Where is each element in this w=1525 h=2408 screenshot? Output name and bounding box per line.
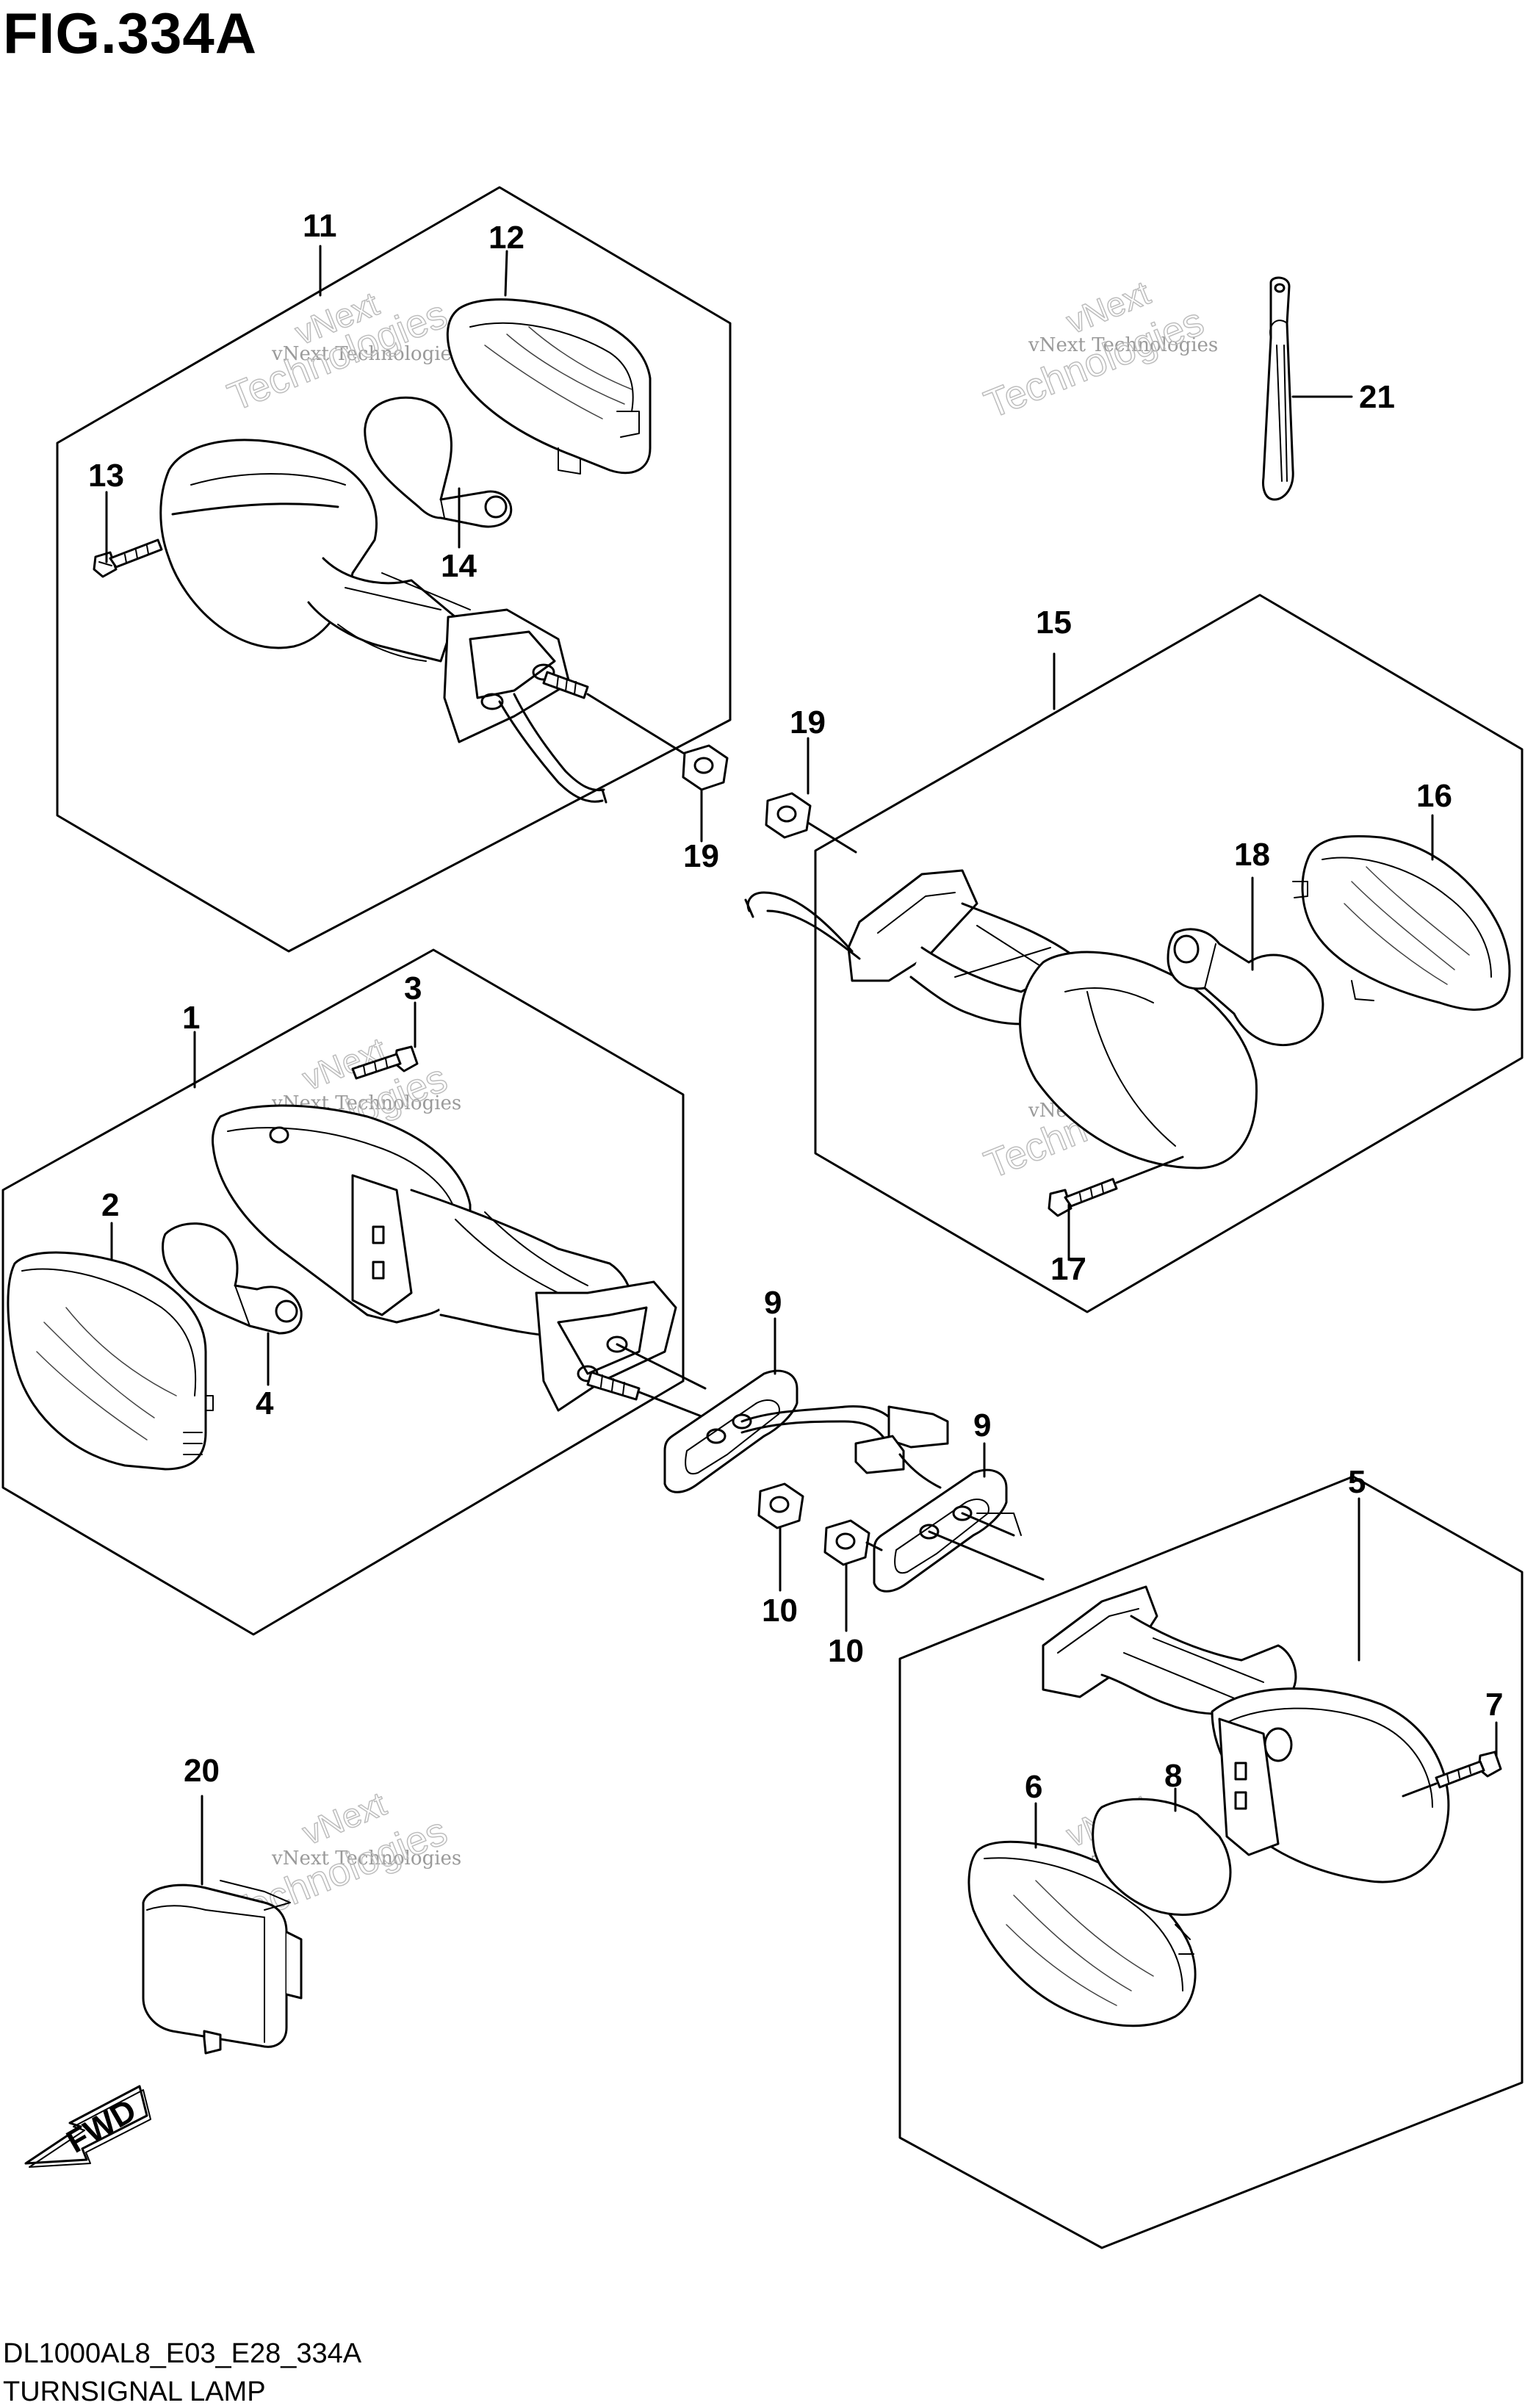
callout-15: 15 <box>1036 605 1072 641</box>
callout-14: 14 <box>441 548 477 584</box>
gasket-9b <box>873 1468 1045 1593</box>
bulb-4 <box>162 1222 303 1335</box>
figure-title: FIG.334A <box>3 1 258 65</box>
assembly-box-1 <box>1 948 685 1636</box>
relay-20 <box>142 1880 303 2055</box>
callout-19a: 19 <box>683 838 719 874</box>
callout-8: 8 <box>1164 1758 1182 1794</box>
callout-labels: 11 12 13 14 15 16 18 17 19 19 21 1 2 3 4… <box>88 208 1503 1805</box>
callout-9a: 9 <box>764 1285 782 1321</box>
watermark-1: vNext Technologies Technologies vNext <box>221 284 461 420</box>
lamp-housing-11 <box>159 439 685 804</box>
lamp-housing-5 <box>1042 1585 1450 1883</box>
gasket-9a <box>663 1369 949 1493</box>
bulb-14 <box>364 396 513 528</box>
diagram-caption: TURNSIGNAL LAMP <box>3 2376 266 2407</box>
nut-19a <box>682 744 729 791</box>
callout-7: 7 <box>1485 1687 1503 1723</box>
bulb-8 <box>1092 1798 1232 1917</box>
callout-10a: 10 <box>762 1593 798 1629</box>
callout-6: 6 <box>1025 1769 1042 1805</box>
screw-7 <box>1402 1751 1502 1798</box>
callout-20: 20 <box>184 1753 220 1789</box>
callout-9b: 9 <box>973 1407 991 1443</box>
callout-4: 4 <box>256 1385 274 1421</box>
nut-10b <box>823 1519 883 1566</box>
callout-2: 2 <box>101 1187 119 1223</box>
callout-1: 1 <box>182 1000 200 1036</box>
assembly-box-15 <box>814 594 1524 1313</box>
callout-21: 21 <box>1359 379 1395 415</box>
callout-11: 11 <box>303 208 337 244</box>
callout-5: 5 <box>1348 1464 1366 1500</box>
lamp-housing-15 <box>744 869 1258 1169</box>
callout-17: 17 <box>1050 1251 1086 1287</box>
forward-arrow: FWD <box>24 2085 151 2168</box>
assembly-box-5 <box>898 1475 1524 2249</box>
callout-10b: 10 <box>828 1633 864 1669</box>
svg-text:FWD: FWD <box>61 2092 143 2160</box>
assembly-box-11 <box>56 186 732 953</box>
nut-10a <box>757 1482 804 1529</box>
callout-16: 16 <box>1416 778 1452 814</box>
screw-13 <box>93 538 163 578</box>
callout-19b: 19 <box>790 704 826 740</box>
watermark-2: vNext Technologies Technologies vNext <box>978 273 1218 428</box>
svg-text:vNext Technologies: vNext Technologies <box>271 1848 461 1870</box>
callout-13: 13 <box>88 458 124 494</box>
screw-3 <box>351 1045 419 1080</box>
clamp-band-21 <box>1262 276 1294 501</box>
leader-lines <box>105 245 1498 1886</box>
callout-3: 3 <box>404 970 422 1006</box>
lens-16 <box>1292 834 1511 1011</box>
diagram-code: DL1000AL8_E03_E28_334A <box>3 2338 362 2369</box>
svg-text:vNext Technologies: vNext Technologies <box>1028 334 1218 356</box>
svg-text:vNext Technologies: vNext Technologies <box>271 343 461 365</box>
lens-12 <box>446 298 652 475</box>
callout-18: 18 <box>1234 837 1270 873</box>
callout-12: 12 <box>488 220 524 256</box>
lamp-housing-1 <box>212 1104 707 1419</box>
bulb-18 <box>1167 928 1324 1047</box>
screw-17 <box>1048 1156 1184 1217</box>
nut-19b <box>765 792 857 854</box>
